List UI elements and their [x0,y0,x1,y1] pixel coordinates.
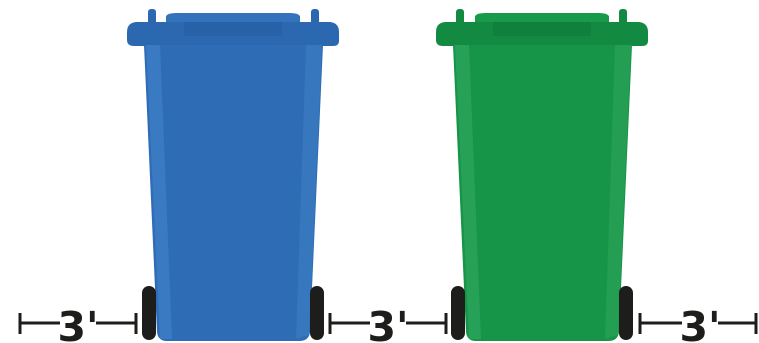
green-bin-body [453,45,632,341]
left-spacing-label: 3' [57,303,98,343]
green-bin-lid-band [493,22,591,36]
middle-spacing-label: 3' [367,303,408,343]
green-bin-lid-top [475,13,609,22]
green-bin [436,9,648,341]
right-spacing-label: 3' [679,303,720,343]
blue-bin [127,9,339,341]
blue-bin-wheel-left [142,286,156,340]
green-bin-wheel-right [619,286,633,340]
blue-bin-lid-top [166,13,300,22]
blue-bin-lid-band [184,22,282,36]
green-bin-wheel-left [451,286,465,340]
blue-bin-wheel-right [310,286,324,340]
blue-bin-body [144,45,323,341]
